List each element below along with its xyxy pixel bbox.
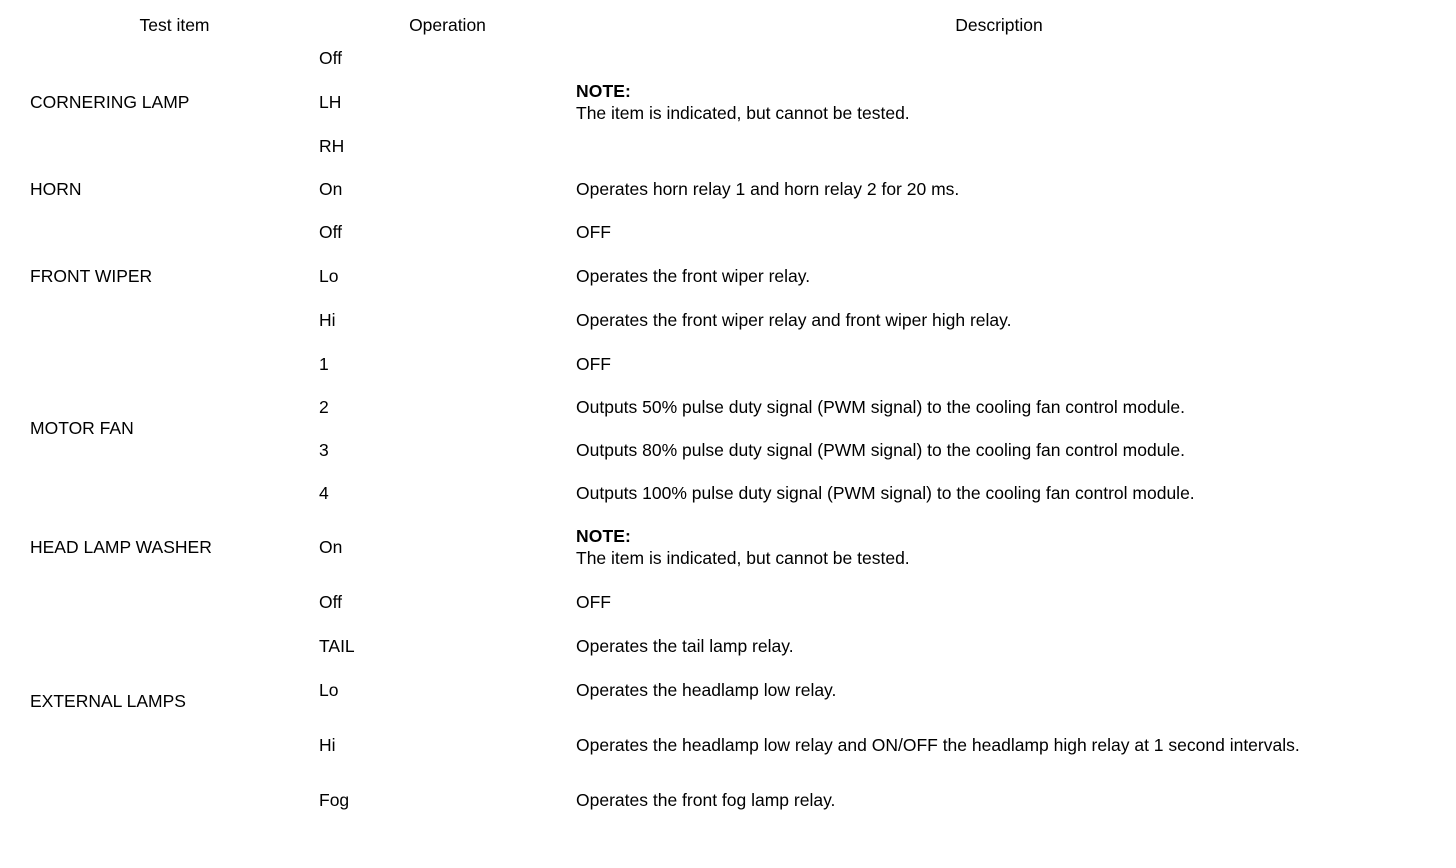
operation-cell: TAIL	[319, 624, 576, 669]
note-text: The item is indicated, but cannot be tes…	[576, 103, 910, 124]
operation-cell: Lo	[319, 254, 576, 299]
description-cell: Operates the front wiper relay and front…	[576, 298, 1422, 343]
operation-cell: Hi	[319, 712, 576, 779]
test-item-cornering-lamp: CORNERING LAMP	[30, 36, 319, 169]
table-row: 3 Outputs 80% pulse duty signal (PWM sig…	[30, 428, 1422, 472]
table-row: Lo Operates the headlamp low relay.	[30, 668, 1422, 713]
operation-cell: Off	[319, 36, 576, 81]
description-cell-note: NOTE: The item is indicated, but cannot …	[576, 514, 1422, 581]
operation-cell: 1	[319, 342, 576, 386]
table-row: CORNERING LAMP Off NOTE: The item is ind…	[30, 36, 1422, 169]
description-cell: Operates the front fog lamp relay.	[576, 778, 1422, 823]
description-cell: OFF	[576, 342, 1422, 386]
operation-cell: 3	[319, 428, 576, 472]
active-test-table: Test item Operation Description CORNERIN…	[30, 14, 1422, 823]
operation-cell: On	[319, 514, 576, 581]
table-row: MOTOR FAN 1 OFF	[30, 342, 1422, 515]
operation-cell: Fog	[319, 778, 576, 823]
table-row: Hi Operates the front wiper relay and fr…	[30, 298, 1422, 343]
operation-cell: LH	[319, 80, 576, 125]
table-row: 2 Outputs 50% pulse duty signal (PWM sig…	[30, 385, 1422, 429]
description-cell: Outputs 50% pulse duty signal (PWM signa…	[576, 385, 1422, 429]
column-header-test-item: Test item	[30, 14, 319, 37]
description-cell: Operates the headlamp low relay.	[576, 668, 1422, 713]
table-header: Test item Operation Description	[30, 14, 1422, 37]
note-text: The item is indicated, but cannot be tes…	[576, 548, 910, 569]
table-row: LH	[30, 80, 1422, 125]
operation-cell: Lo	[319, 668, 576, 713]
test-item-motor-fan: MOTOR FAN	[30, 342, 319, 515]
table-row: Lo Operates the front wiper relay.	[30, 254, 1422, 299]
column-header-description: Description	[576, 14, 1422, 37]
header-row: Test item Operation Description	[30, 14, 1422, 37]
description-cell: Operates the front wiper relay.	[576, 254, 1422, 299]
table-row: FRONT WIPER Off OFF	[30, 210, 1422, 343]
operation-cell: Off	[319, 210, 576, 255]
table-row: Fog Operates the front fog lamp relay.	[30, 778, 1422, 823]
description-cell: Outputs 80% pulse duty signal (PWM signa…	[576, 428, 1422, 472]
description-cell: OFF	[576, 580, 1422, 625]
table-row: Hi Operates the headlamp low relay and O…	[30, 712, 1422, 779]
operation-cell: 4	[319, 471, 576, 515]
table-row: HORN On Operates horn relay 1 and horn r…	[30, 168, 1422, 211]
test-item-head-lamp-washer: HEAD LAMP WASHER	[30, 514, 319, 581]
test-item-front-wiper: FRONT WIPER	[30, 210, 319, 343]
operation-cell: On	[319, 168, 576, 211]
test-item-external-lamps: EXTERNAL LAMPS	[30, 580, 319, 823]
description-cell: Operates the headlamp low relay and ON/O…	[576, 712, 1422, 779]
table-row: HEAD LAMP WASHER On NOTE: The item is in…	[30, 514, 1422, 581]
column-header-operation: Operation	[319, 14, 576, 37]
table-row: 4 Outputs 100% pulse duty signal (PWM si…	[30, 471, 1422, 515]
operation-cell: 2	[319, 385, 576, 429]
table-body: CORNERING LAMP Off NOTE: The item is ind…	[30, 36, 1422, 823]
table-row: TAIL Operates the tail lamp relay.	[30, 624, 1422, 669]
operation-cell: Off	[319, 580, 576, 625]
description-cell: Operates the tail lamp relay.	[576, 624, 1422, 669]
operation-cell: Hi	[319, 298, 576, 343]
description-cell: Outputs 100% pulse duty signal (PWM sign…	[576, 471, 1422, 515]
note-label: NOTE:	[576, 526, 631, 546]
description-cell-note: NOTE: The item is indicated, but cannot …	[576, 36, 1422, 169]
test-item-horn: HORN	[30, 168, 319, 211]
table-row: RH	[30, 124, 1422, 169]
operation-cell: RH	[319, 124, 576, 169]
description-cell: OFF	[576, 210, 1422, 255]
note-label: NOTE:	[576, 81, 631, 101]
description-cell: Operates horn relay 1 and horn relay 2 f…	[576, 168, 1422, 211]
table-row: EXTERNAL LAMPS Off OFF	[30, 580, 1422, 823]
